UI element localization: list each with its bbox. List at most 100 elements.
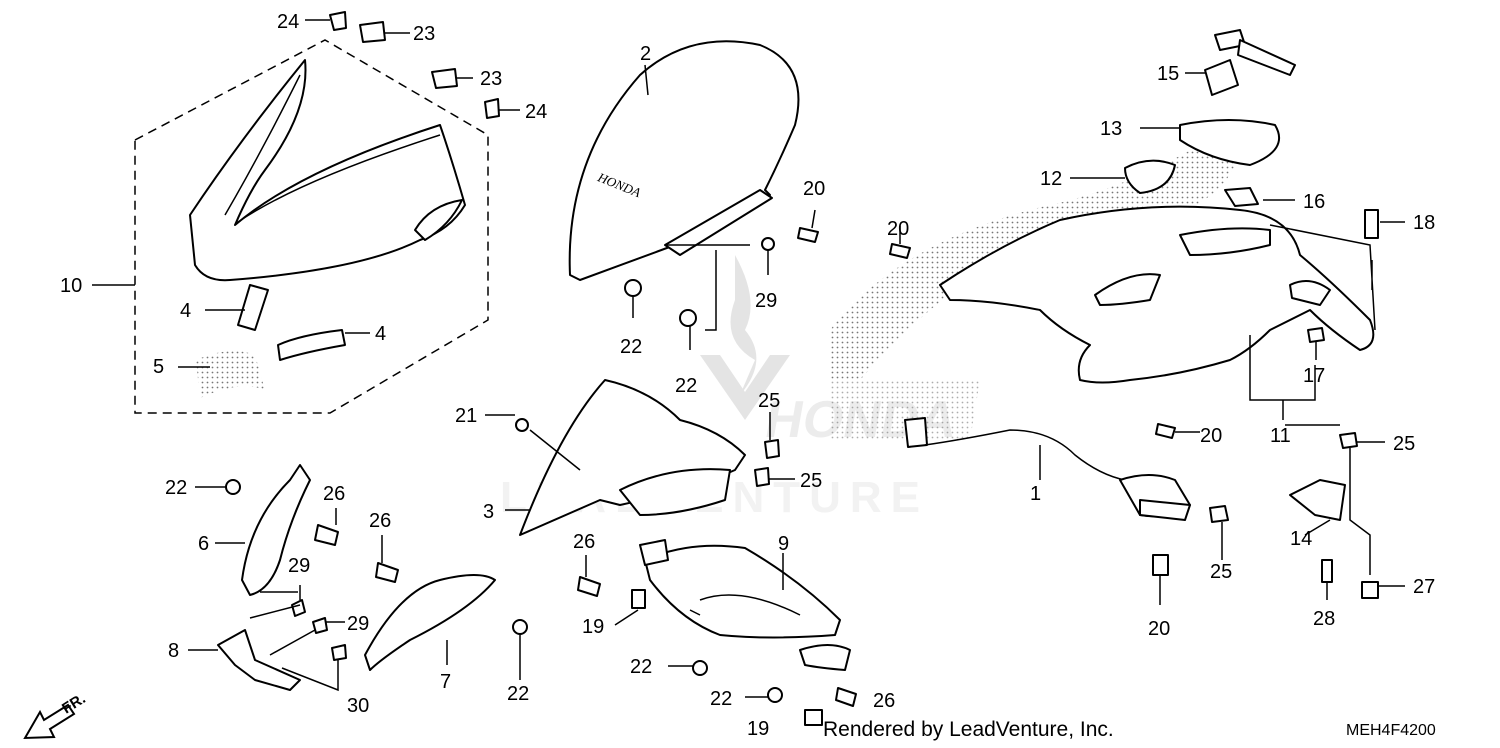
upper-cowl (189, 59, 466, 282)
key-cylinder-15 (1204, 59, 1239, 96)
bolt-26-cover (577, 576, 601, 597)
callout-numbers: 1 2 3 4 4 5 6 7 8 9 10 11 12 13 14 15 16… (60, 11, 1435, 740)
callout-25-d: 25 (1393, 433, 1415, 455)
callout-20-d: 20 (1148, 618, 1170, 640)
cowl-bracket (414, 199, 463, 241)
callout-23-b: 23 (480, 68, 502, 90)
callout-3: 3 (483, 501, 494, 523)
callout-17: 17 (1303, 365, 1325, 387)
bracket-6 (241, 464, 311, 596)
callout-25-a: 25 (758, 390, 780, 412)
clip-25-c (1209, 505, 1229, 523)
undercover-flange (639, 539, 669, 566)
grip-7 (364, 574, 496, 671)
collar-19-b (804, 709, 823, 726)
grommet-22-cover-a (692, 660, 708, 676)
callout-20-c: 20 (1200, 425, 1222, 447)
callout-12: 12 (1040, 168, 1062, 190)
callout-29-c: 29 (347, 613, 369, 635)
callout-13: 13 (1100, 118, 1122, 140)
callout-24-b: 24 (525, 101, 547, 123)
grommet-22-grip (512, 619, 528, 635)
grommet-22a (624, 279, 642, 297)
callout-28: 28 (1313, 608, 1335, 630)
clip-24-top (329, 11, 347, 31)
screw-29-a (291, 599, 306, 617)
bolt-20-windshield (797, 227, 819, 243)
bolt-18 (1364, 209, 1379, 239)
callout-26-b: 26 (369, 510, 391, 532)
switch-bracket (1139, 499, 1191, 521)
bracket-19 (799, 644, 851, 671)
callout-22-f: 22 (710, 688, 732, 710)
callout-22-c: 22 (165, 477, 187, 499)
windshield-group: HONDA (568, 40, 819, 350)
front-direction-arrow: FR. (23, 690, 89, 740)
clip-25-a (764, 439, 780, 459)
clip-25-b (754, 467, 770, 487)
grommet-22b (679, 309, 697, 327)
meter-opening (1179, 227, 1271, 256)
left-brackets-group (188, 464, 528, 692)
callout-26-d: 26 (873, 690, 895, 712)
meter-panel (939, 205, 1375, 384)
bolt-26-lower (835, 687, 857, 707)
callout-8: 8 (168, 640, 179, 662)
screw-21 (515, 418, 529, 432)
callout-20-b: 20 (887, 218, 909, 240)
callout-19-a: 19 (582, 616, 604, 638)
callout-25-c: 25 (1210, 561, 1232, 583)
bolt-26-bracket (314, 524, 339, 546)
callout-25-b: 25 (800, 470, 822, 492)
connector (904, 417, 928, 448)
collar-19-a (631, 589, 646, 609)
callout-27: 27 (1413, 576, 1435, 598)
screw-29-b (312, 617, 328, 634)
callout-22-a: 22 (620, 336, 642, 358)
callout-19-b: 19 (747, 718, 769, 740)
callout-16: 16 (1303, 191, 1325, 213)
callout-2: 2 (640, 43, 651, 65)
screw-29 (761, 237, 775, 251)
screw-30 (331, 644, 347, 661)
undercover-group (577, 539, 857, 726)
inner-panel-group (485, 379, 795, 536)
grommet-22-cover-b (767, 687, 783, 703)
callout-18: 18 (1413, 212, 1435, 234)
lid-13 (1179, 119, 1281, 166)
callout-21: 21 (455, 405, 477, 427)
callout-29-b: 29 (288, 555, 310, 577)
callout-22-e: 22 (630, 656, 652, 678)
callout-26-c: 26 (573, 531, 595, 553)
callout-23-a: 23 (413, 23, 435, 45)
callout-11: 11 (1270, 425, 1291, 447)
clip-23-top (359, 21, 386, 43)
bracket-14-group (1289, 432, 1405, 600)
seal-strip-a (237, 284, 269, 331)
bolt-20-switch (1152, 554, 1169, 576)
bolt-20-meter-a (889, 243, 911, 259)
callout-4-b: 4 (375, 323, 386, 345)
callout-9: 9 (778, 533, 789, 555)
windshield-bracket (664, 189, 773, 256)
callout-26-a: 26 (323, 483, 345, 505)
clip-25-d (1339, 432, 1358, 449)
screw-28 (1321, 559, 1333, 583)
callout-22-b: 22 (675, 375, 697, 397)
callout-7: 7 (440, 671, 451, 693)
meter-side-boss (1289, 280, 1331, 306)
clip-16 (1224, 187, 1259, 207)
callout-10: 10 (60, 275, 82, 297)
bolt-20-meter-b (1155, 423, 1176, 439)
stipple-shading-lower (830, 380, 980, 440)
meter-panel-group (830, 29, 1405, 480)
callout-15: 15 (1157, 63, 1179, 85)
clip-23-mid (431, 68, 458, 89)
callout-6: 6 (198, 533, 209, 555)
foam-pad (196, 351, 265, 398)
callout-4-a: 4 (180, 300, 191, 322)
upper-cowl-group (92, 39, 489, 414)
stipple-shading (830, 145, 1240, 380)
callout-24-a: 24 (277, 11, 299, 33)
